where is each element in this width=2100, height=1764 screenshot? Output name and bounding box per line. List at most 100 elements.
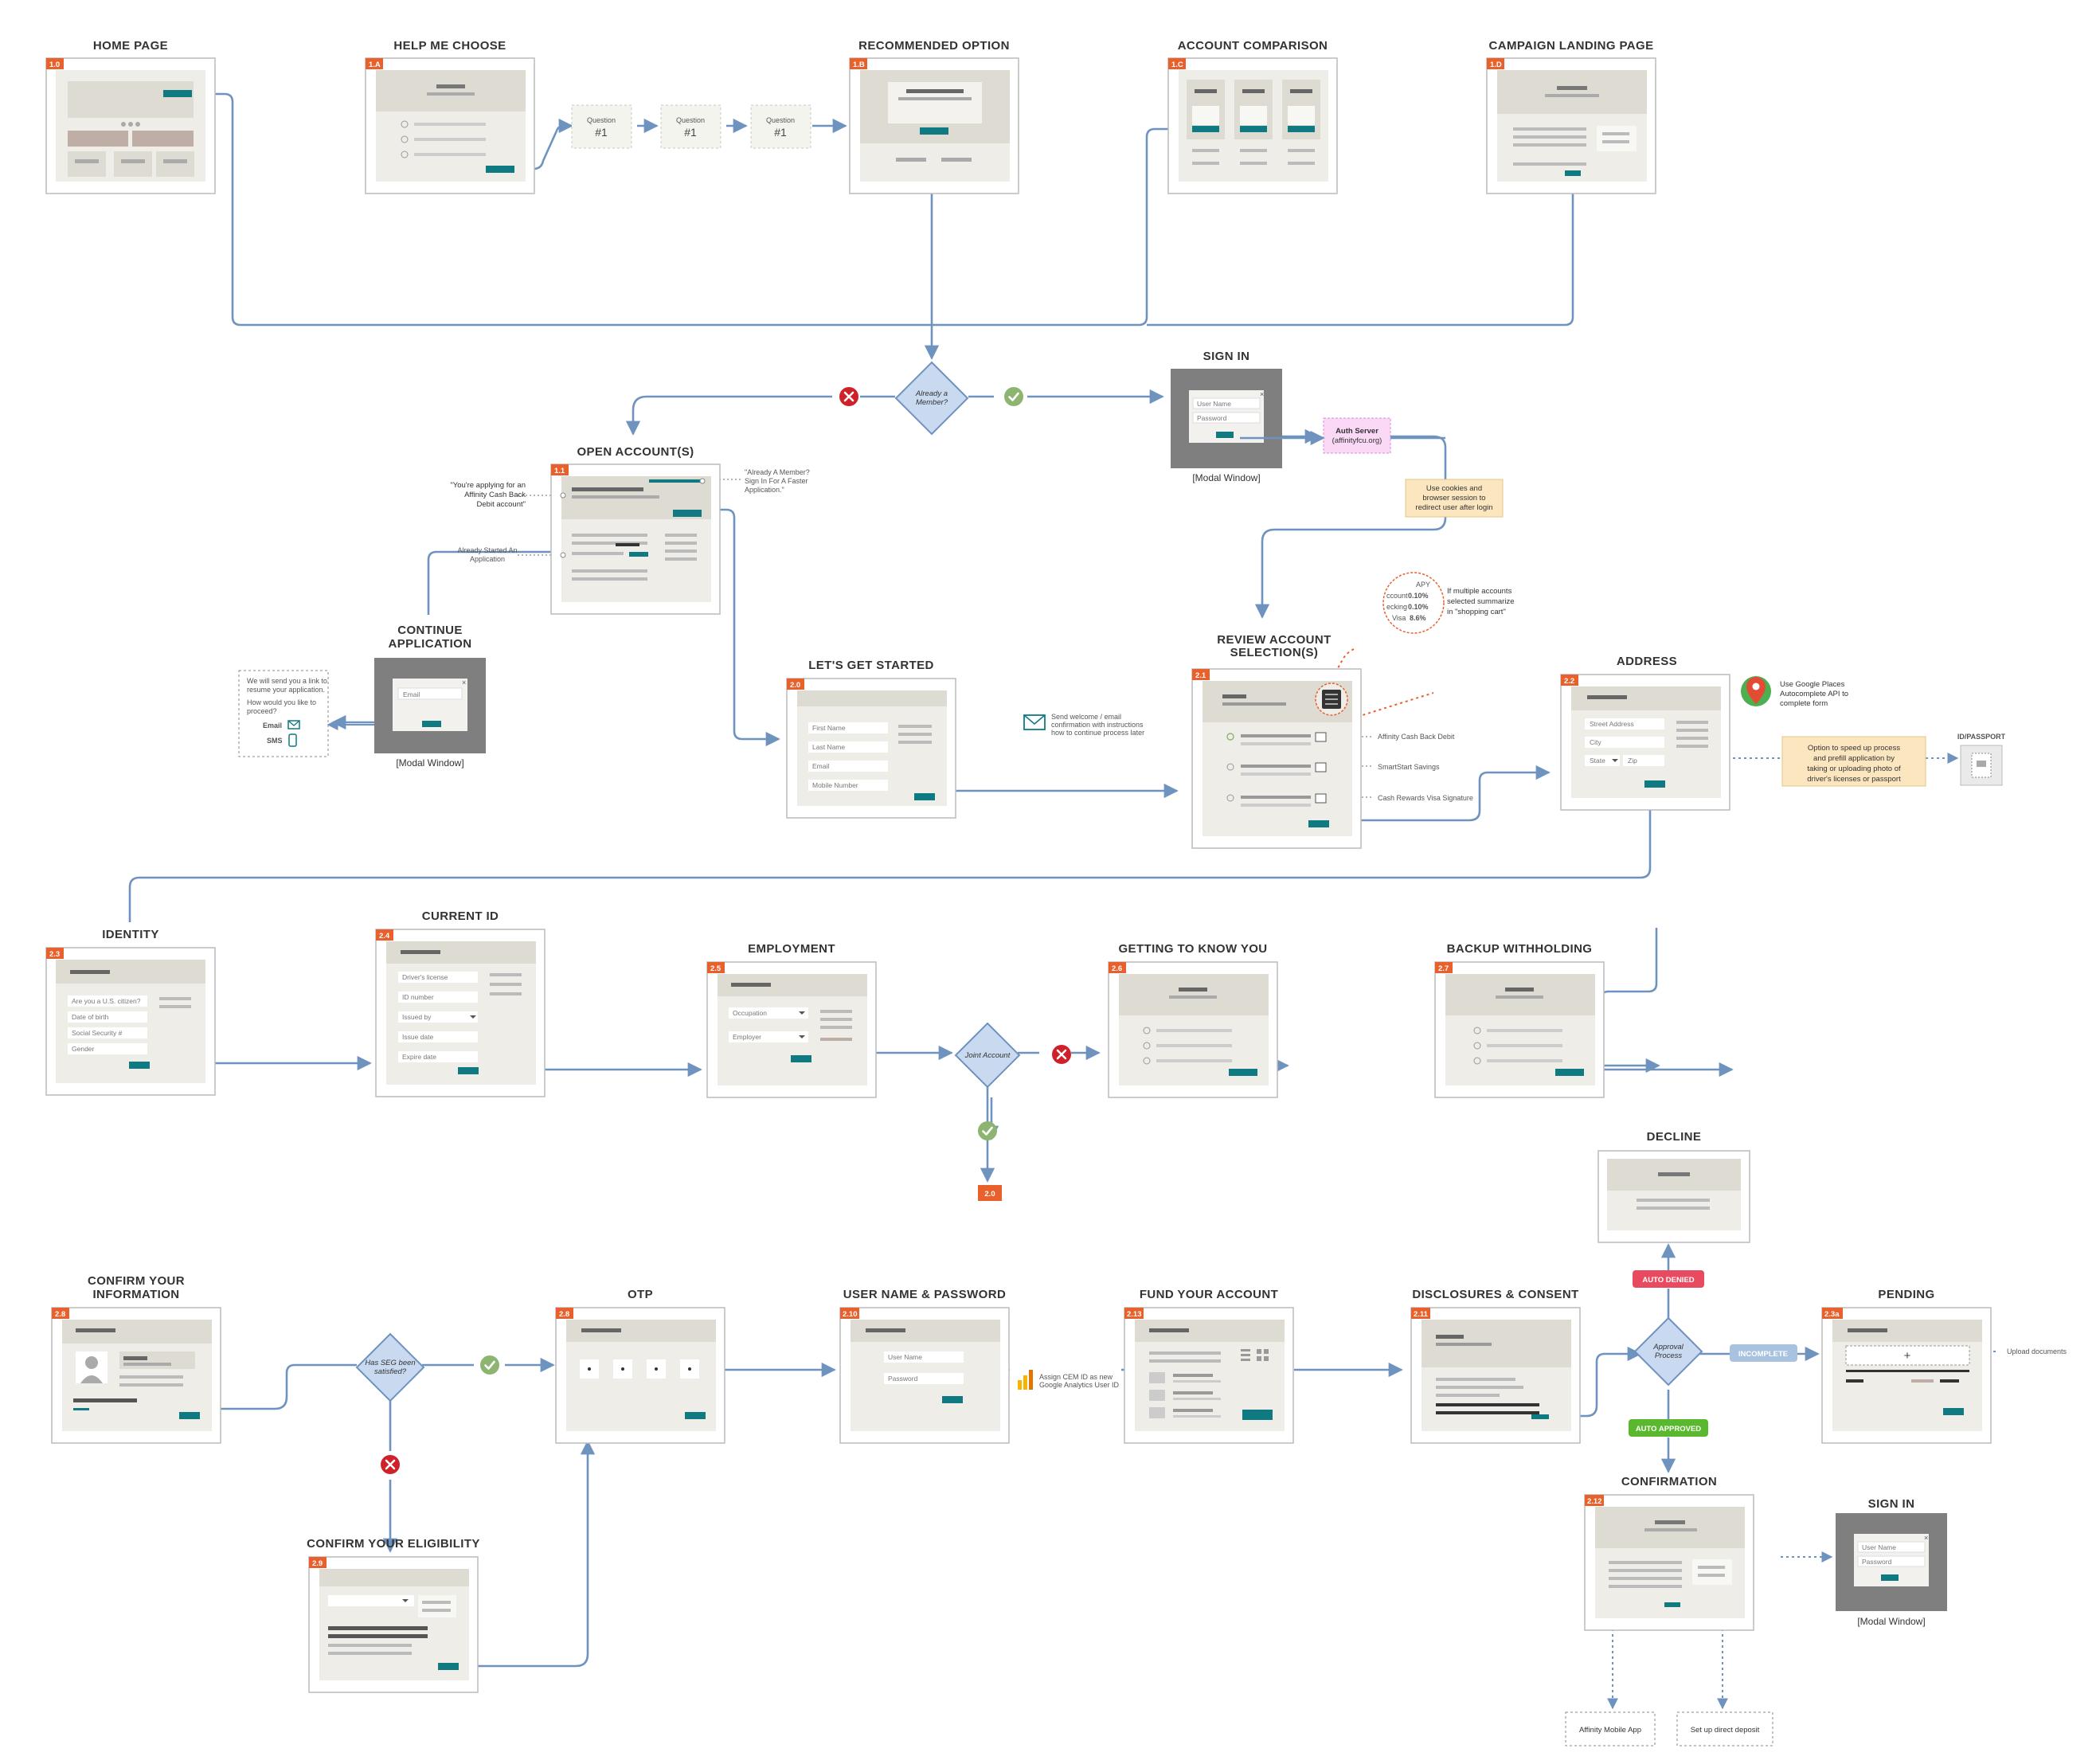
screen-identity[interactable]: 2.3 Are you a U.S. citizen? Date of birt… bbox=[45, 947, 216, 1096]
title-confirmation: CONFIRMATION bbox=[1621, 1475, 1717, 1488]
svg-text:2.5: 2.5 bbox=[710, 964, 722, 973]
title-help: HELP ME CHOOSE bbox=[393, 39, 506, 53]
svg-text:2.6: 2.6 bbox=[1112, 964, 1122, 973]
id-passport-scan[interactable] bbox=[1960, 745, 2003, 786]
svg-text:We will send you a link to: We will send you a link to bbox=[247, 677, 327, 685]
svg-text:Last Name: Last Name bbox=[812, 743, 845, 751]
goto-2-0-badge[interactable]: 2.0 bbox=[978, 1185, 1002, 1201]
screen-open-accounts[interactable]: 1.1 bbox=[550, 463, 721, 615]
svg-text:Member?: Member? bbox=[916, 398, 948, 407]
svg-text:2.12: 2.12 bbox=[1587, 1497, 1602, 1506]
svg-text:Password: Password bbox=[1197, 414, 1227, 422]
screen-review-account-selection[interactable]: 2.1 bbox=[1191, 668, 1362, 849]
svg-text:Auth Server: Auth Server bbox=[1335, 427, 1378, 436]
screen-current-id[interactable]: 2.4 Driver's license ID number Issued by… bbox=[375, 929, 546, 1097]
question-boxes: Question #1 Question #1 Question #1 bbox=[571, 104, 811, 149]
title-home: HOME PAGE bbox=[93, 39, 168, 53]
title-review-1: REVIEW ACCOUNT bbox=[1217, 633, 1331, 647]
decision-approval-process[interactable]: Approval Process bbox=[1633, 1316, 1703, 1387]
svg-text:Assign CEM ID as new: Assign CEM ID as new bbox=[1039, 1373, 1113, 1381]
svg-text:Question: Question bbox=[766, 116, 795, 124]
mobile-app-box[interactable]: Affinity Mobile App bbox=[1565, 1711, 1656, 1746]
already-started-note: Already Started An Application bbox=[457, 546, 517, 563]
svg-text:×: × bbox=[462, 679, 466, 686]
screen-recommended-option[interactable]: 1.B bbox=[849, 57, 1019, 194]
svg-text:proceed?: proceed? bbox=[247, 707, 277, 715]
svg-text:Email: Email bbox=[812, 762, 829, 770]
svg-text:Issue date: Issue date bbox=[402, 1033, 433, 1041]
svg-text:redirect user after login: redirect user after login bbox=[1415, 503, 1492, 512]
decision-joint-account[interactable]: Joint Account bbox=[954, 1022, 1021, 1089]
pill-auto-denied: AUTO DENIED bbox=[1633, 1270, 1704, 1288]
svg-text:driver's licenses or passport: driver's licenses or passport bbox=[1807, 775, 1901, 784]
svg-text:complete form: complete form bbox=[1780, 699, 1828, 708]
decision-seg-satisfied[interactable]: Has SEG been satisfied? bbox=[355, 1332, 425, 1402]
screen-titles: HOME PAGE HELP ME CHOOSE RECOMMENDED OPT… bbox=[88, 39, 2006, 1627]
screen-lets-get-started[interactable]: 2.0 First Name Last Name Email Mobile Nu… bbox=[786, 678, 956, 819]
screen-confirmation[interactable]: 2.12 bbox=[1584, 1494, 1754, 1631]
screen-decline[interactable] bbox=[1597, 1150, 1750, 1243]
screen-continue-application-modal[interactable]: × Email bbox=[374, 658, 486, 753]
svg-text:#1: #1 bbox=[774, 126, 787, 139]
svg-text:Affinity Cash Back Debit: Affinity Cash Back Debit bbox=[1378, 733, 1455, 741]
svg-text:×: × bbox=[1260, 390, 1264, 398]
svg-text:2.11: 2.11 bbox=[1414, 1310, 1429, 1319]
title-confirminfo-1: CONFIRM YOUR bbox=[88, 1274, 185, 1288]
screen-home[interactable]: 1.0 bbox=[45, 57, 216, 194]
upload-documents-note: Upload documents bbox=[2007, 1347, 2067, 1355]
screen-disclosures-consent[interactable]: 2.11 bbox=[1410, 1307, 1581, 1444]
title-eligibility: CONFIRM YOUR ELIGIBILITY bbox=[307, 1537, 480, 1551]
screen-pending[interactable]: 2.3a + bbox=[1821, 1307, 1992, 1444]
svg-text:AUTO DENIED: AUTO DENIED bbox=[1642, 1276, 1694, 1285]
screen-account-comparison[interactable]: 1.C bbox=[1167, 57, 1338, 194]
pill-incomplete: INCOMPLETE bbox=[1730, 1344, 1797, 1362]
svg-text:Employer: Employer bbox=[733, 1033, 761, 1041]
svg-text:2.0: 2.0 bbox=[790, 681, 800, 690]
title-signin: SIGN IN bbox=[1203, 350, 1250, 363]
title-idpassport: ID/PASSPORT bbox=[1957, 733, 2006, 741]
svg-text:#1: #1 bbox=[595, 126, 608, 139]
screen-employment[interactable]: 2.5 Occupation Employer bbox=[706, 961, 877, 1098]
svg-text:First Name: First Name bbox=[812, 724, 846, 732]
svg-text:2.9: 2.9 bbox=[312, 1559, 323, 1568]
svg-text:taking or uploading photo of: taking or uploading photo of bbox=[1807, 765, 1901, 773]
svg-text:Already a: Already a bbox=[915, 389, 948, 398]
svg-text:Has SEG been: Has SEG been bbox=[365, 1359, 415, 1367]
svg-text:City: City bbox=[1590, 738, 1601, 746]
title-campaign: CAMPAIGN LANDING PAGE bbox=[1488, 39, 1653, 53]
screen-campaign-landing[interactable]: 1.D bbox=[1486, 57, 1656, 194]
screen-number: 1.0 bbox=[49, 61, 60, 69]
svg-text:(affinityfcu.org): (affinityfcu.org) bbox=[1332, 436, 1382, 445]
screen-sign-in-modal[interactable]: × User Name Password bbox=[1171, 369, 1282, 468]
svg-text:2.3: 2.3 bbox=[49, 950, 60, 959]
svg-text:Set up direct deposit: Set up direct deposit bbox=[1691, 1726, 1760, 1735]
svg-text:Email: Email bbox=[263, 722, 282, 729]
svg-text:Application: Application bbox=[470, 555, 505, 563]
svg-text:User Name: User Name bbox=[1197, 400, 1231, 408]
applying-note: "You're applying for an Affinity Cash Ba… bbox=[450, 481, 526, 509]
screen-help-me-choose[interactable]: 1.A bbox=[365, 57, 535, 194]
svg-text:1.D: 1.D bbox=[1490, 61, 1502, 69]
screen-getting-to-know-you[interactable]: 2.6 bbox=[1108, 961, 1278, 1098]
title-address: ADDRESS bbox=[1617, 655, 1677, 668]
screen-fund-account[interactable]: 2.13 bbox=[1124, 1307, 1294, 1444]
decision-already-member[interactable]: Already a Member? bbox=[894, 361, 969, 436]
svg-text:2.10: 2.10 bbox=[843, 1310, 858, 1319]
screen-sign-in-modal-2[interactable]: × User Name Password bbox=[1836, 1513, 1947, 1611]
screen-username-password[interactable]: 2.10 User Name Password bbox=[839, 1307, 1010, 1444]
auth-server-note: Auth Server (affinityfcu.org) bbox=[1323, 417, 1391, 454]
screen-confirm-information[interactable]: 2.8 bbox=[51, 1307, 221, 1444]
screen-otp[interactable]: 2.8 bbox=[555, 1307, 725, 1444]
yes-icon bbox=[977, 1121, 998, 1141]
screen-confirm-eligibility[interactable]: 2.9 bbox=[308, 1556, 479, 1693]
screen-address[interactable]: 2.2 Street Address City State Zip bbox=[1560, 674, 1730, 811]
dashed-connectors bbox=[1321, 648, 1999, 1710]
svg-text:Expire date: Expire date bbox=[402, 1053, 436, 1061]
svg-text:INCOMPLETE: INCOMPLETE bbox=[1738, 1350, 1788, 1359]
title-started: LET'S GET STARTED bbox=[808, 659, 934, 672]
direct-deposit-box[interactable]: Set up direct deposit bbox=[1676, 1711, 1773, 1746]
svg-text:Affinity Mobile App: Affinity Mobile App bbox=[1579, 1726, 1641, 1735]
screen-backup-withholding[interactable]: 2.7 bbox=[1434, 961, 1605, 1098]
svg-text:resume your application.: resume your application. bbox=[247, 686, 325, 694]
